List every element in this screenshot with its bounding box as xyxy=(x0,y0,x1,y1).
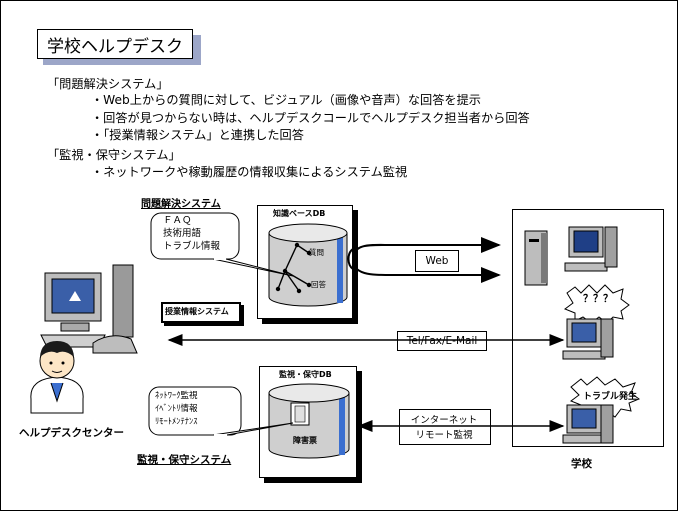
school-label: 学校 xyxy=(571,458,592,470)
callout-faq-line-1: ＦＡＱ xyxy=(163,215,192,226)
node-answer-label: 回答 xyxy=(311,280,326,289)
node-question-label: 質問 xyxy=(309,248,324,257)
bullet-lesson-link: ・「授業情報システム」と連携した回答 xyxy=(91,128,304,142)
school-pc-1 xyxy=(564,226,618,272)
lesson-info-system-label: 授業情報システム xyxy=(165,307,229,316)
callout-faq-line-3: トラブル情報 xyxy=(163,241,221,252)
monitor-db-label: 監視・保守DB xyxy=(279,370,332,379)
callout-monitor-line-2: ｲﾍﾞﾝﾄﾘ情報 xyxy=(155,404,198,414)
callout-monitor-line-1: ﾈｯﾄﾜｰｸ監視 xyxy=(155,391,198,401)
callout-monitor-line-3: ﾘﾓｰﾄﾒﾝﾃﾅﾝｽ xyxy=(155,417,198,427)
web-label: Web xyxy=(415,250,459,272)
slide-title: 学校ヘルプデスク xyxy=(37,29,193,59)
callout-faq-line-2: 技術用語 xyxy=(163,228,202,239)
monitor-db-cylinder xyxy=(268,383,350,459)
bullet-web-answer: ・Web上からの質問に対して、ビジュアル（画像や音声）な回答を提示 xyxy=(91,93,481,107)
remote-monitor-label: リモート監視 xyxy=(415,430,473,441)
trouble-label: トラブル発生 xyxy=(583,392,638,402)
faq-callout xyxy=(150,212,294,277)
fault-ticket-label: 障害票 xyxy=(293,436,317,445)
school-pc-3 xyxy=(562,404,614,444)
school-server xyxy=(524,230,548,286)
monitor-callout xyxy=(148,386,294,436)
monitor-system-label: 監視・保守システム xyxy=(137,454,232,466)
problem-system-label: 問題解決システム xyxy=(141,199,221,210)
helpdesk-computer xyxy=(40,264,138,354)
bullet-network-monitor: ・ネットワークや稼動履歴の情報収集によるシステム監視 xyxy=(91,165,408,179)
question-marks: ？？？ xyxy=(583,294,613,305)
bullet-monitor-system: 「監視・保守システム」 xyxy=(47,148,181,162)
question-cloud xyxy=(563,284,630,324)
lesson-info-system-box xyxy=(161,302,241,323)
helpdesk-center-label: ヘルプデスクセンター xyxy=(19,427,124,439)
school-pc-2 xyxy=(562,318,614,360)
helpdesk-person xyxy=(30,341,84,414)
knowledge-db-label: 知識ベースDB xyxy=(273,209,326,218)
bullet-helpdesk-call: ・回答が見つからない時は、ヘルプデスクコールでヘルプデスク担当者から回答 xyxy=(91,111,530,125)
bullet-problem-system: 「問題解決システム」 xyxy=(47,77,169,91)
knowledge-db-cylinder xyxy=(268,223,348,307)
